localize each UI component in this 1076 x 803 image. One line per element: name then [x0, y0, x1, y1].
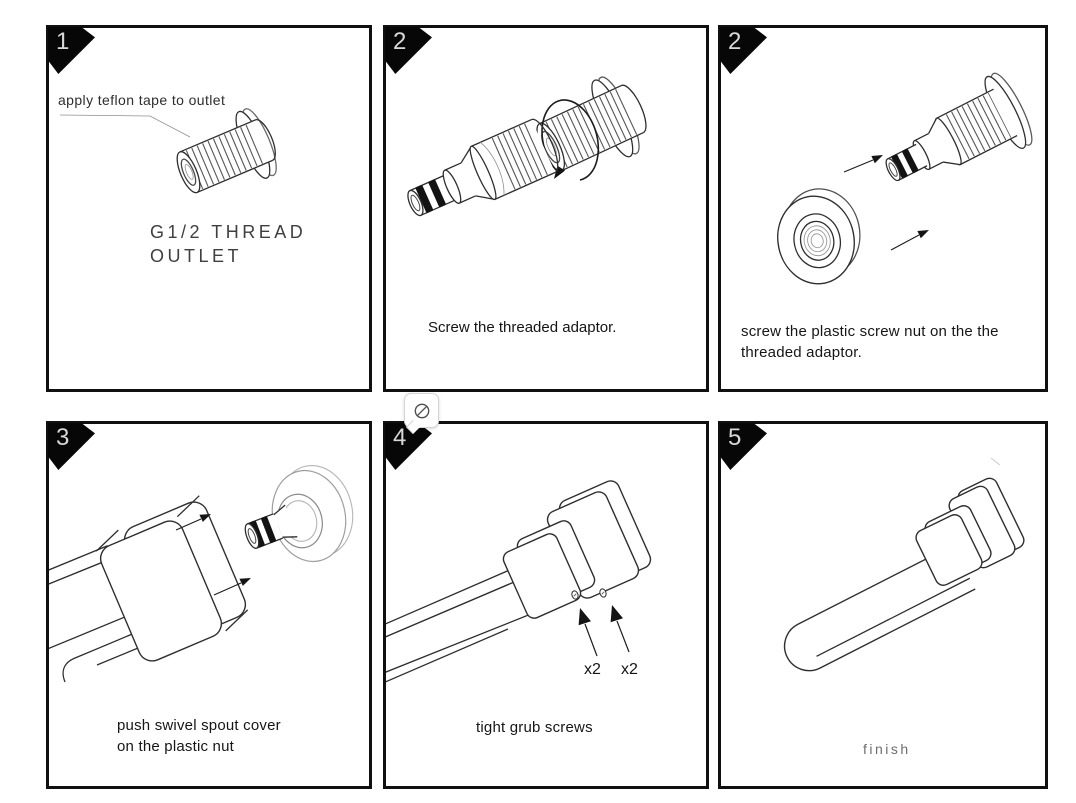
direction-arrow: [843, 155, 883, 173]
plastic-screw-nut: [777, 188, 861, 285]
thread-label-line1: G1/2 THREAD: [150, 222, 306, 242]
rotation-arrow-icon: [541, 99, 600, 181]
step-number: 3: [56, 424, 70, 451]
screw-count-right: x2: [621, 661, 638, 678]
direction-arrow: [890, 230, 929, 251]
caption-text: finish: [863, 741, 911, 757]
pointer-arrow: [610, 605, 630, 653]
grub-screws-illustration: x2 x2: [386, 480, 652, 683]
step-number: 1: [56, 28, 70, 55]
step-number: 5: [728, 424, 742, 451]
teflon-tape-illustration: apply teflon tape to outlet G1/2 THREAD …: [58, 92, 306, 266]
caption-text: tight grub screws: [476, 719, 593, 736]
finished-spout-illustration: [783, 457, 1025, 672]
artifact-mark: [990, 457, 1001, 466]
o-ring-band: [902, 148, 919, 173]
direction-arrow: [213, 578, 251, 596]
panel-step-3: push swivel spout cover on the plastic n…: [46, 421, 372, 789]
screw-nut-illustration: [777, 72, 1033, 285]
thread-label-line2: OUTLET: [150, 246, 242, 266]
caption: tight grub screws: [476, 717, 593, 738]
caption-line2: on the plastic nut: [117, 738, 235, 755]
step-number: 2: [393, 28, 407, 55]
push-cover-illustration: [49, 464, 354, 683]
caption-line1: push swivel spout cover: [117, 717, 281, 734]
screw-count-left: x2: [584, 661, 601, 678]
spout-cover: [95, 495, 249, 662]
direction-arrow: [175, 514, 211, 531]
spout-cover: [915, 505, 992, 586]
o-ring-band: [428, 179, 446, 208]
plastic-nut: [244, 504, 298, 549]
step-number: 4: [393, 424, 407, 451]
panel-step-4: x2 x2 tight grub screws 4: [383, 421, 709, 789]
caption: push swivel spout cover on the plastic n…: [117, 715, 281, 757]
o-ring-band: [415, 185, 433, 213]
panel-step-5: finish 5: [718, 421, 1048, 789]
callout-text: apply teflon tape to outlet: [58, 92, 225, 108]
leader-line: [59, 114, 191, 138]
grub-screw: [599, 588, 607, 598]
threaded-adaptor: [407, 118, 559, 217]
threaded-adaptor: [885, 72, 1033, 182]
pointer-arrow: [578, 608, 598, 657]
panel-step-2b: screw the plastic screw nut on the the t…: [718, 25, 1048, 392]
step-number: 2: [728, 28, 742, 55]
grub-screw: [571, 590, 579, 600]
panel-step-2: Screw the threaded adaptor. 2: [383, 25, 709, 392]
caption-line1: screw the plastic screw nut on the the: [741, 323, 999, 340]
blocked-cursor-badge: [404, 393, 439, 428]
spout-cover: [502, 520, 596, 619]
caption: finish: [863, 741, 911, 757]
blocked-icon: [414, 403, 429, 418]
caption-text: Screw the threaded adaptor.: [428, 319, 616, 336]
screw-adaptor-illustration: Screw the threaded adaptor.: [407, 76, 647, 336]
o-ring-band: [891, 154, 908, 179]
threaded-outlet: [176, 108, 277, 194]
spout-arm: [783, 542, 976, 672]
caption: screw the plastic screw nut on the the t…: [741, 321, 999, 363]
caption-line2: threaded adaptor.: [741, 344, 862, 361]
o-ring-band: [261, 516, 277, 543]
panel-step-1: apply teflon tape to outlet G1/2 THREAD …: [46, 25, 372, 392]
